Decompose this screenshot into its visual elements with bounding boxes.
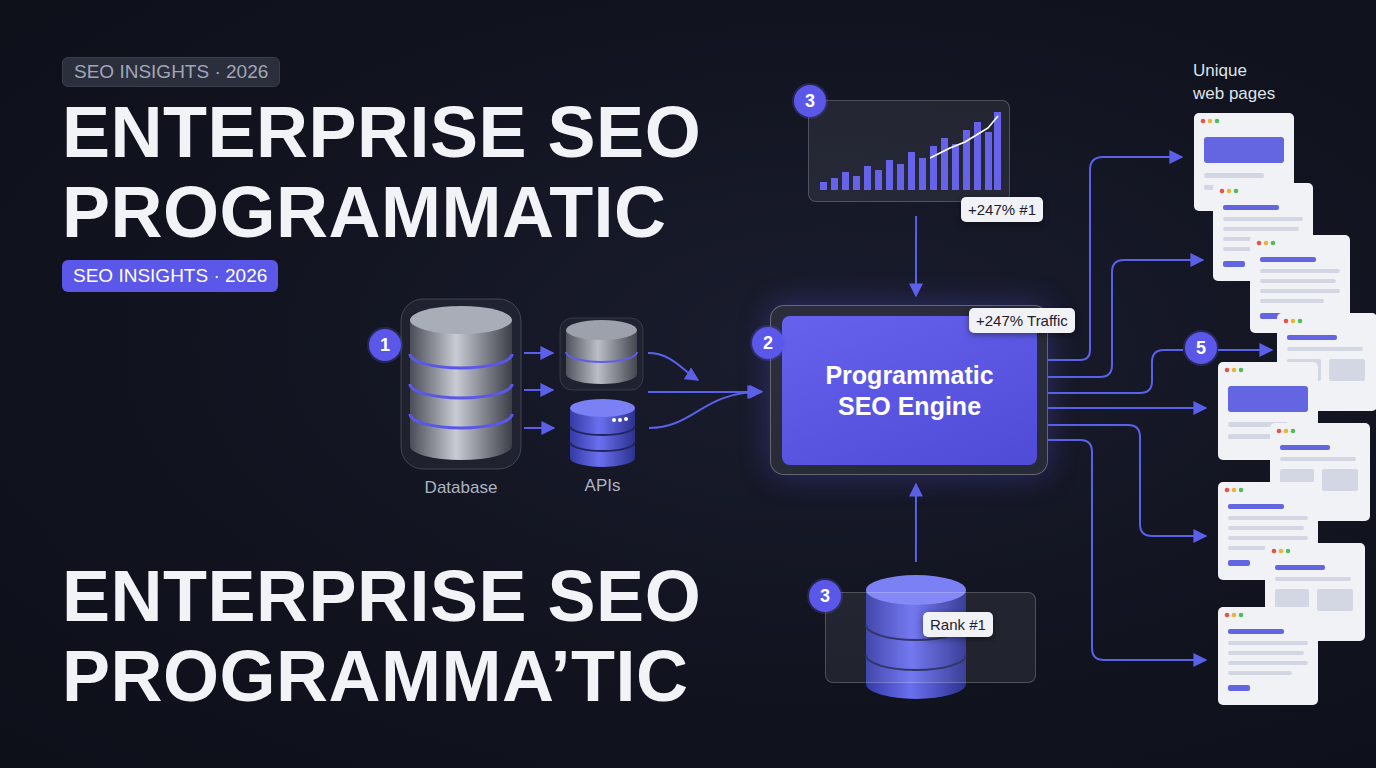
glass-panel: Rank #1 (825, 592, 1036, 683)
gray-cylinder (560, 318, 643, 390)
glass-panel: +247% #1 (808, 100, 1010, 202)
database-cylinder: Database (400, 298, 522, 498)
metric-badge: +247% Traffic (969, 308, 1075, 333)
connector-arrow (649, 392, 762, 428)
section-note: Unique web pages (1193, 59, 1279, 105)
web-pages (1194, 113, 1376, 705)
badge-text: +247% Traffic (976, 312, 1068, 329)
callout-number: 3 (809, 580, 841, 612)
engine-box: Programmatic SEO Engine+247% Traffic (770, 305, 1048, 475)
cylinder-label: Database (380, 478, 542, 498)
engine-label: Programmatic SEO Engine (810, 360, 1010, 422)
tag-pill: SEO INSIGHTS · 2026 (62, 260, 278, 292)
engine-core: Programmatic SEO Engine (782, 316, 1037, 465)
feed-arrows (524, 353, 760, 392)
callout-number: 2 (752, 327, 784, 359)
metric-badge: +247% #1 (961, 197, 1043, 222)
title: ENTERPRISE SEO PROGRAMMATIC (62, 92, 762, 252)
headline: ENTERPRISE SEO PROGRAMMA’TIC (62, 556, 762, 716)
callout-number: 3 (794, 85, 826, 117)
connector-arrow (915, 484, 917, 562)
pill-text: SEO INSIGHTS · 2026 (74, 61, 268, 83)
cylinder-label: APIs (540, 476, 665, 496)
connector-arrow (915, 216, 917, 296)
metric-badge: Rank #1 (923, 612, 993, 637)
pill-text: SEO INSIGHTS · 2026 (73, 265, 267, 287)
connector-arrow (524, 427, 554, 429)
callout-number: 1 (369, 329, 401, 361)
tag-pill: SEO INSIGHTS · 2026 (62, 57, 280, 87)
api-cylinder: APIs (560, 396, 645, 496)
callout-number: 5 (1185, 332, 1217, 364)
